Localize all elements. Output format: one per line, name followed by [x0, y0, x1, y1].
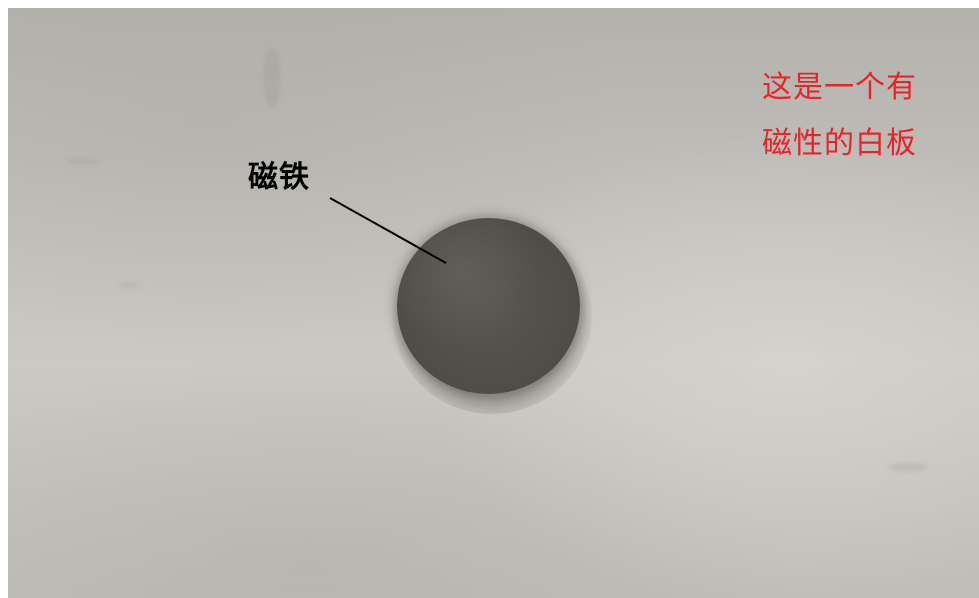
magnet — [397, 218, 580, 394]
board-scuff — [68, 158, 98, 164]
whiteboard-note-line-2: 磁性的白板 — [762, 126, 917, 161]
board-scuff — [888, 463, 928, 471]
whiteboard-note-line-1: 这是一个有 — [762, 70, 917, 105]
magnet-label: 磁铁 — [248, 160, 310, 195]
board-scuff — [118, 283, 140, 288]
board-scuff — [263, 48, 281, 108]
whiteboard-note: 这是一个有 磁性的白板 — [762, 60, 952, 172]
